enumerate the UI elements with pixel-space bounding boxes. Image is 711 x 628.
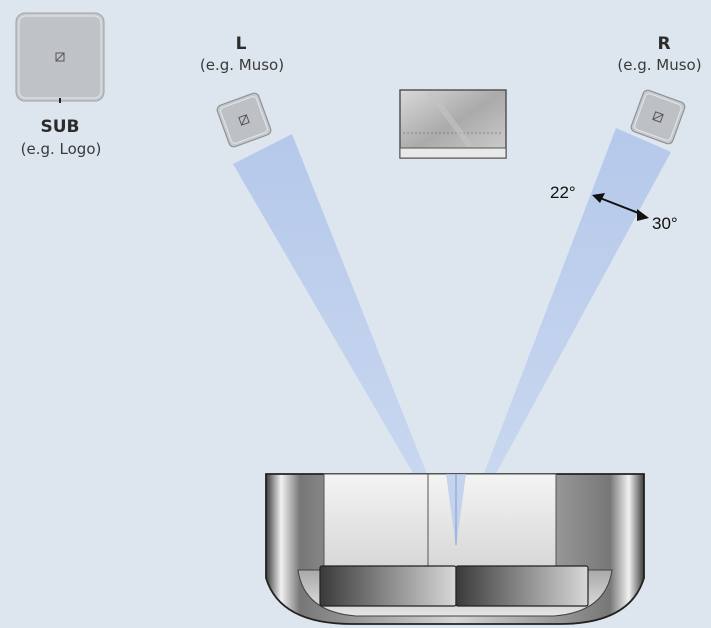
left-speaker-example: (e.g. Muso) — [199, 56, 285, 74]
sub-speaker-example: (e.g. Logo) — [20, 140, 102, 158]
right-speaker-name: R — [657, 34, 671, 54]
left-speaker-name: L — [235, 34, 247, 54]
left-speaker-beam — [233, 134, 456, 547]
tv-icon — [399, 89, 507, 159]
right-speaker-example: (e.g. Muso) — [617, 56, 702, 74]
right-speaker-icon — [630, 89, 686, 145]
right-speaker-beam — [456, 128, 671, 547]
outer-angle-label: 30° — [652, 214, 678, 233]
left-speaker-icon — [216, 92, 272, 148]
sub-speaker-name: SUB — [40, 117, 80, 137]
inner-angle-label: 22° — [550, 183, 576, 202]
angle-arrow-icon — [592, 193, 649, 221]
subwoofer-icon — [15, 12, 105, 103]
